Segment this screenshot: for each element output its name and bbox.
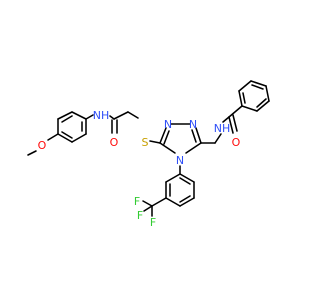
atom-n_triazole_a: N — [164, 118, 172, 131]
bond-ring3 — [165, 197, 181, 207]
bond-triazole — [159, 127, 167, 144]
bond-aryl-cf3 — [151, 197, 167, 207]
bond-carbonyl-phenyl — [228, 105, 243, 118]
bond-ring2 — [250, 80, 267, 87]
bond-carbonyl2-double — [228, 116, 234, 134]
bond-carbonyl-ch2 — [113, 111, 129, 120]
atom-nh_amide2: NH — [214, 122, 231, 135]
bond-ring2 — [242, 92, 246, 104]
bond-ring3 — [179, 173, 195, 183]
bond-ring1 — [61, 131, 73, 139]
bond-ring2 — [265, 85, 270, 102]
atom-f1: F — [134, 195, 140, 208]
bond-ring3 — [179, 197, 195, 207]
bond-ring1 — [71, 111, 87, 120]
bond-ring2 — [256, 98, 267, 108]
bond-c-f — [142, 200, 153, 207]
bond-triazole — [159, 142, 176, 154]
bond-ring2 — [238, 80, 252, 92]
bond-ring3 — [165, 173, 181, 183]
atom-f2: F — [137, 209, 143, 222]
bond-s-triazole — [149, 140, 161, 144]
bonds — [27, 80, 270, 217]
atom-s_thioether: S — [142, 136, 149, 149]
bond-aryl-nh — [85, 114, 94, 120]
bond-ring2 — [238, 90, 243, 107]
atom-nh_amide1: NH — [93, 109, 110, 122]
atom-n_triazole_b: N — [189, 118, 197, 131]
bond-ring2 — [256, 100, 270, 112]
bond-ch2-s — [127, 111, 139, 119]
atom-o_amide1: O — [110, 136, 119, 149]
bond-triazole — [163, 130, 170, 145]
bond-nh-carbonyl — [109, 115, 115, 120]
atom-o_methoxy: O — [38, 139, 47, 152]
bond-c-f — [143, 205, 153, 212]
bond-ring1 — [57, 111, 73, 120]
chemical-structure: O NH O S N N N NH O F F F — [27, 80, 270, 229]
bond-triazole — [185, 142, 202, 154]
bond-methyl-o — [27, 150, 37, 156]
bond-ch2-nh2 — [214, 133, 222, 144]
bond-carbonyl2-double — [232, 114, 238, 132]
bond-ring1 — [61, 115, 73, 123]
bond-nh2-carbonyl — [222, 116, 230, 123]
bond-ring1 — [57, 133, 73, 143]
bond-triazole — [191, 129, 197, 143]
bond-triazole — [195, 127, 202, 144]
bond-ring2 — [241, 105, 258, 112]
molecule-canvas: O NH O S N N N NH O F F F — [27, 80, 270, 229]
atom-f3: F — [150, 216, 156, 229]
bond-ring3 — [179, 177, 191, 185]
bond-ring2 — [251, 84, 264, 90]
atom-labels: O NH O S N N N NH O F F F — [38, 109, 241, 229]
bond-o-aryl — [47, 133, 59, 141]
bond-ring1 — [71, 133, 87, 143]
atom-n_triazole_4: N — [176, 154, 184, 167]
bond-ring3 — [179, 195, 191, 203]
atom-o_amide2: O — [232, 136, 241, 149]
